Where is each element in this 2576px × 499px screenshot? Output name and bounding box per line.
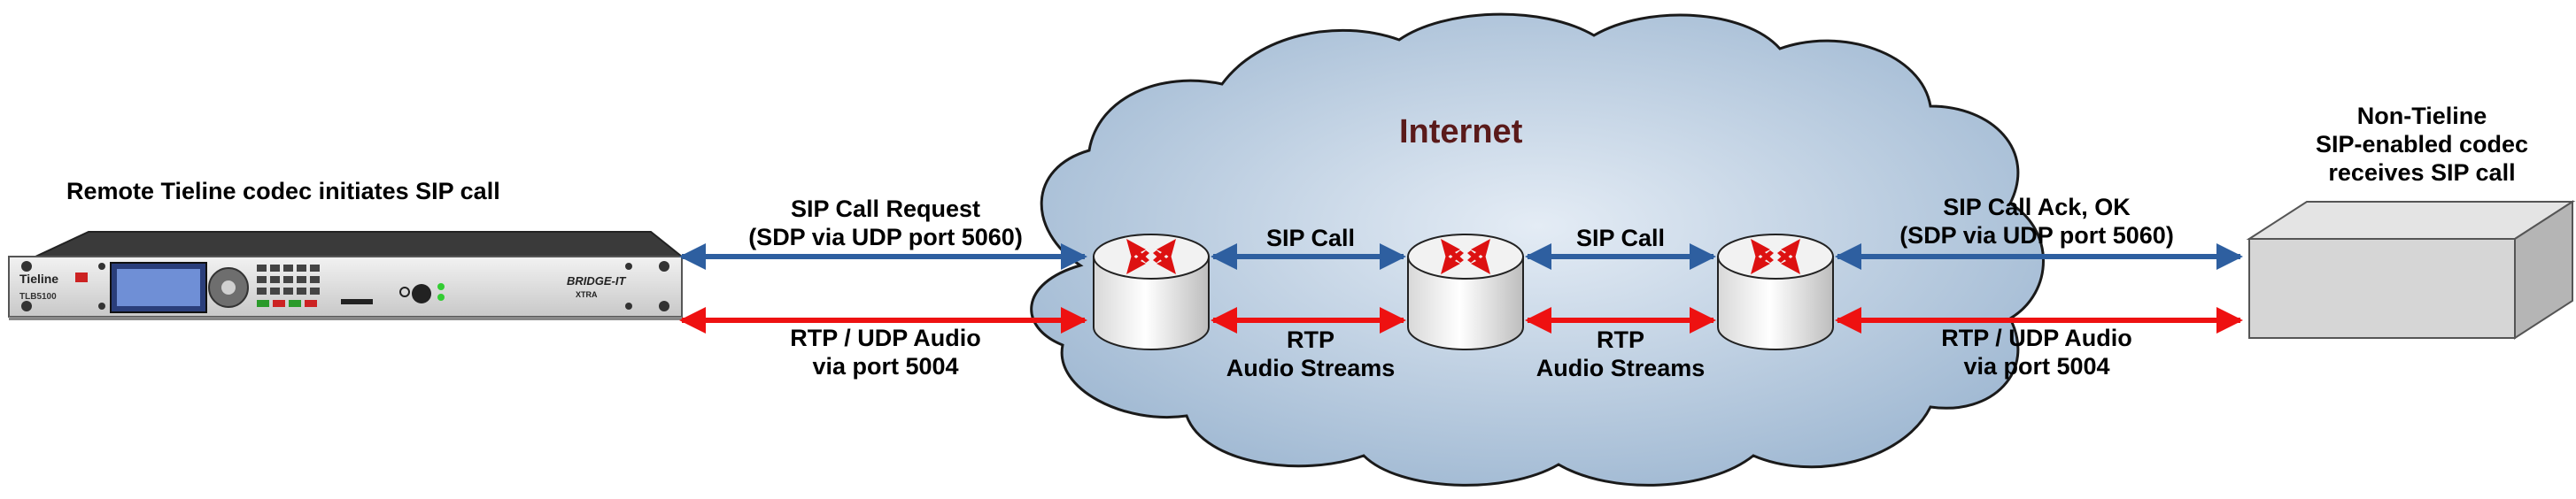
- rtp-right-label: RTP / UDP Audio via port 5004: [1868, 324, 2205, 380]
- router-icon: [1717, 234, 1834, 350]
- sip-request-line-2: (SDP via UDP port 5060): [748, 224, 1023, 250]
- rtp-streams-2-line-2: Audio Streams: [1536, 355, 1706, 381]
- remote-codec-title: Remote Tieline codec initiates SIP call: [66, 178, 500, 204]
- rtp-right-line-1: RTP / UDP Audio: [1941, 325, 2132, 351]
- tieline-codec-device: Tieline TLB5100 BRIDGE-IT XTRA: [8, 231, 685, 320]
- rtp-streams-label-2: RTP Audio Streams: [1519, 326, 1722, 382]
- router-icon: [1407, 234, 1524, 350]
- sip-call-label-2: SIP Call: [1575, 225, 1666, 251]
- rtp-left-line-2: via port 5004: [812, 353, 959, 380]
- device-brand: Tieline: [19, 272, 58, 286]
- rtp-right-line-2: via port 5004: [1963, 353, 2110, 380]
- rtp-streams-label-1: RTP Audio Streams: [1209, 326, 1412, 382]
- rtp-streams-2-line-1: RTP: [1597, 326, 1644, 353]
- device-variant: XTRA: [576, 290, 598, 299]
- internet-label: Internet: [1399, 113, 1523, 150]
- device-model: TLB5100: [19, 292, 57, 302]
- right-codec-line-1: Non-Tieline: [2356, 103, 2487, 129]
- rtp-left-label: RTP / UDP Audio via port 5004: [717, 324, 1054, 380]
- sip-ack-line-1: SIP Call Ack, OK: [1943, 194, 2131, 220]
- rtp-left-line-1: RTP / UDP Audio: [790, 325, 981, 351]
- rtp-streams-1-line-1: RTP: [1287, 326, 1334, 353]
- rtp-streams-1-line-2: Audio Streams: [1226, 355, 1396, 381]
- sip-ack-line-2: (SDP via UDP port 5060): [1899, 222, 2174, 249]
- device-product: BRIDGE-IT: [567, 274, 627, 288]
- sip-request-line-1: SIP Call Request: [790, 196, 981, 222]
- right-codec-label: Non-Tieline SIP-enabled codec receives S…: [2271, 102, 2572, 187]
- sip-ack-label: SIP Call Ack, OK (SDP via UDP port 5060): [1868, 193, 2205, 250]
- router-icon: [1093, 234, 1210, 350]
- codec-device-icon: [2246, 200, 2576, 340]
- sip-request-label: SIP Call Request (SDP via UDP port 5060): [717, 195, 1054, 251]
- sip-call-label-1: SIP Call: [1265, 225, 1356, 251]
- right-codec-line-3: receives SIP call: [2328, 159, 2516, 186]
- right-codec-line-2: SIP-enabled codec: [2315, 131, 2529, 157]
